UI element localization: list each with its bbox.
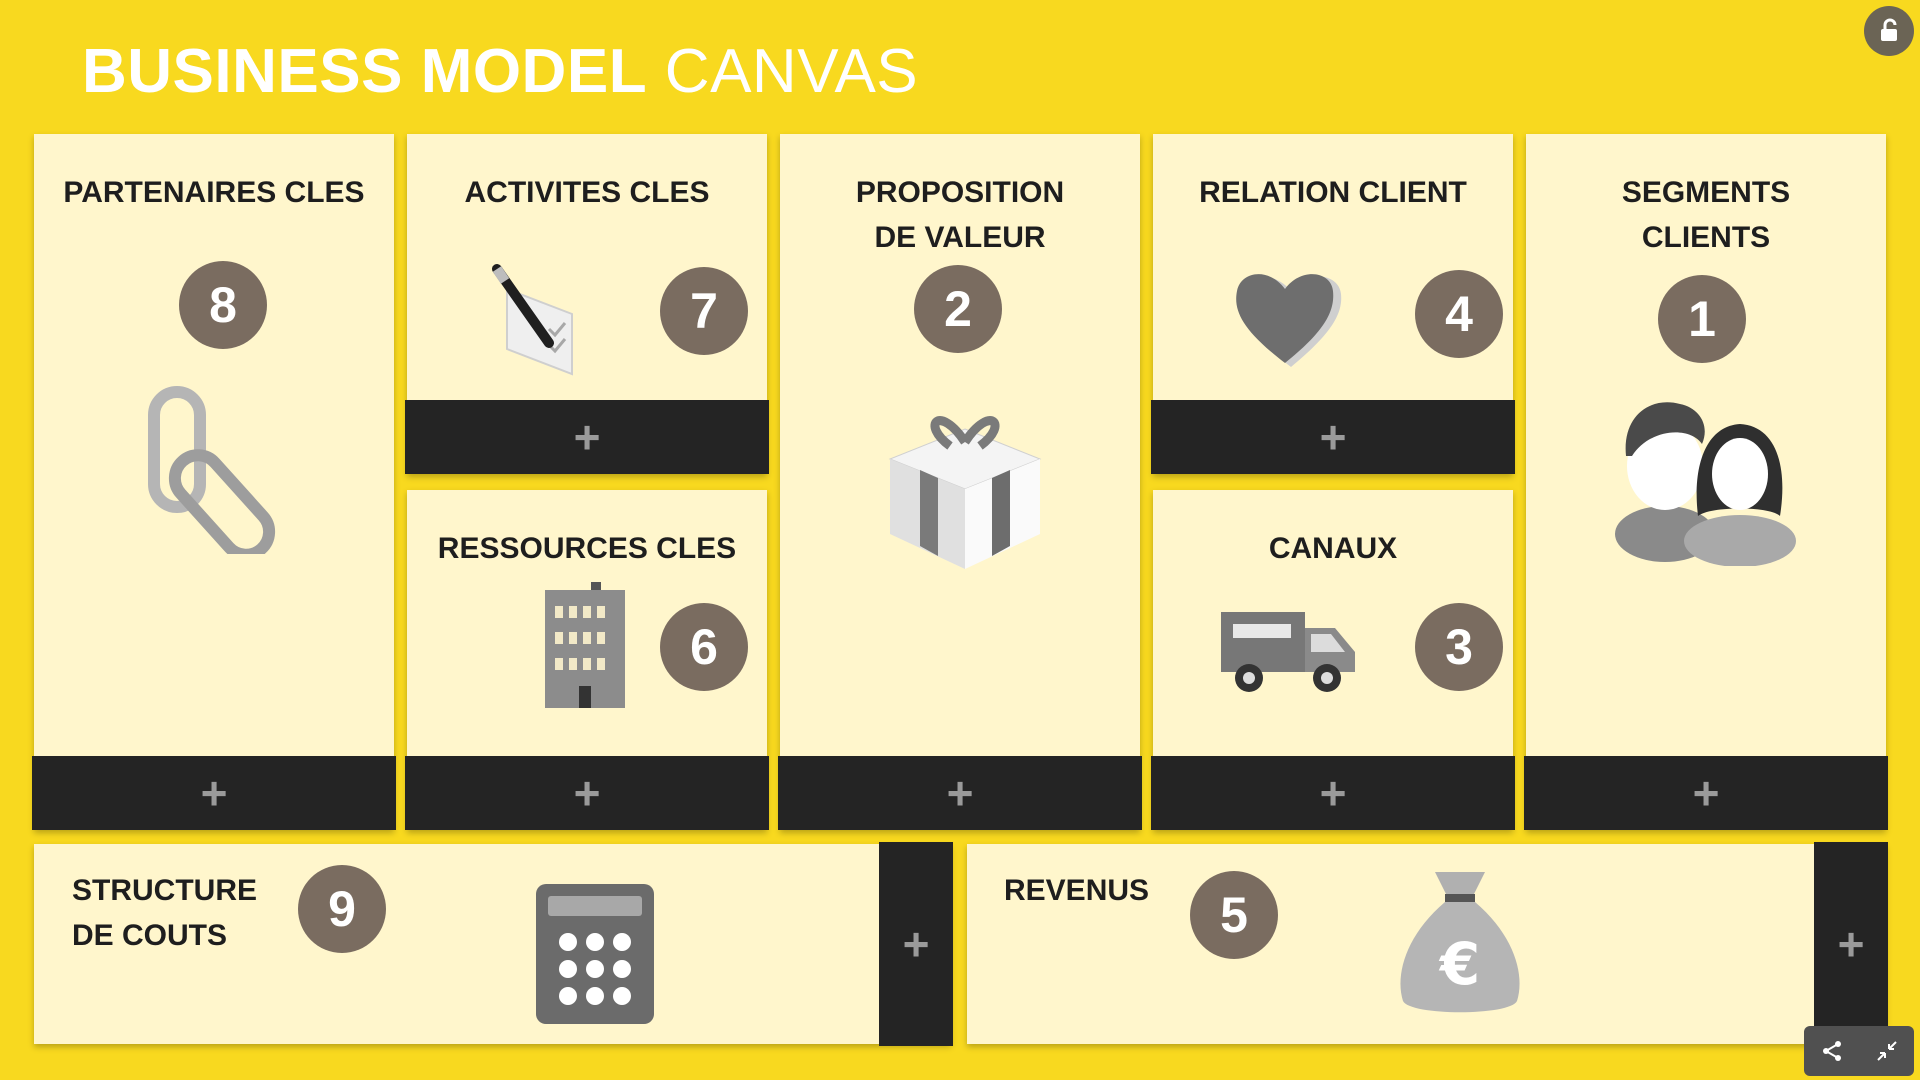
card-title: RESSOURCES CLES [407, 526, 767, 571]
add-button[interactable]: + [1151, 756, 1515, 830]
card-title: PROPOSITION DE VALEUR [780, 170, 1140, 260]
unlock-icon [1876, 18, 1902, 44]
number-badge: 9 [298, 865, 386, 953]
checklist-pen-icon [487, 259, 597, 379]
share-button[interactable] [1821, 1040, 1843, 1062]
number-badge: 6 [660, 603, 748, 691]
title-light: CANVAS [665, 37, 918, 106]
plus-icon: + [574, 414, 601, 460]
number-badge: 8 [179, 261, 267, 349]
truck-icon [1219, 608, 1359, 698]
card-title: PARTENAIRES CLES [34, 170, 394, 215]
add-button[interactable]: + [405, 400, 769, 474]
calculator-icon [534, 882, 656, 1026]
card-canaux: CANAUX 3 + [1153, 490, 1513, 830]
chain-link-icon [144, 384, 294, 554]
add-button[interactable]: + [32, 756, 396, 830]
plus-icon: + [1693, 770, 1720, 816]
page-title: BUSINESS MODEL CANVAS [82, 36, 918, 107]
add-button[interactable]: + [778, 756, 1142, 830]
people-icon [1610, 386, 1800, 566]
number-badge: 3 [1415, 603, 1503, 691]
number-badge: 1 [1658, 275, 1746, 363]
plus-icon: + [201, 770, 228, 816]
card-title: RELATION CLIENT [1153, 170, 1513, 215]
heart-icon [1233, 269, 1343, 369]
number-badge: 7 [660, 267, 748, 355]
card-segments-clients: SEGMENTS CLIENTS 1 + [1526, 134, 1886, 830]
building-icon [541, 582, 631, 712]
lock-button[interactable] [1864, 6, 1914, 56]
card-revenus: REVENUS 5 € + [967, 844, 1886, 1044]
money-bag-icon: € [1395, 866, 1525, 1018]
card-title: SEGMENTS CLIENTS [1526, 170, 1886, 260]
plus-icon: + [1320, 770, 1347, 816]
number-badge: 5 [1190, 871, 1278, 959]
share-icon [1821, 1040, 1843, 1062]
plus-icon: + [1320, 414, 1347, 460]
plus-icon: + [903, 921, 930, 967]
number-badge: 2 [914, 265, 1002, 353]
card-structure-de-couts: STRUCTURE DE COUTS 9 + [34, 844, 951, 1044]
card-title: CANAUX [1153, 526, 1513, 571]
add-button[interactable]: + [405, 756, 769, 830]
collapse-icon [1876, 1040, 1898, 1062]
plus-icon: + [574, 770, 601, 816]
card-title: ACTIVITES CLES [407, 170, 767, 215]
card-title: STRUCTURE DE COUTS [72, 868, 951, 958]
add-button[interactable]: + [1524, 756, 1888, 830]
bottom-toolbar [1804, 1026, 1914, 1076]
add-button[interactable]: + [1151, 400, 1515, 474]
collapse-button[interactable] [1876, 1040, 1898, 1062]
plus-icon: + [1838, 921, 1865, 967]
card-ressources-cles: RESSOURCES CLES 6 + [407, 490, 767, 830]
add-button[interactable]: + [1814, 842, 1888, 1046]
card-activites-cles: ACTIVITES CLES 7 + [407, 134, 767, 474]
title-bold: BUSINESS MODEL [82, 37, 647, 106]
add-button[interactable]: + [879, 842, 953, 1046]
number-badge: 4 [1415, 270, 1503, 358]
plus-icon: + [947, 770, 974, 816]
card-partenaires-cles: PARTENAIRES CLES 8 + [34, 134, 394, 830]
card-relation-client: RELATION CLIENT 4 + [1153, 134, 1513, 474]
svg-text:€: € [1438, 930, 1480, 998]
gift-icon [880, 384, 1050, 574]
card-proposition-de-valeur: PROPOSITION DE VALEUR 2 + [780, 134, 1140, 830]
